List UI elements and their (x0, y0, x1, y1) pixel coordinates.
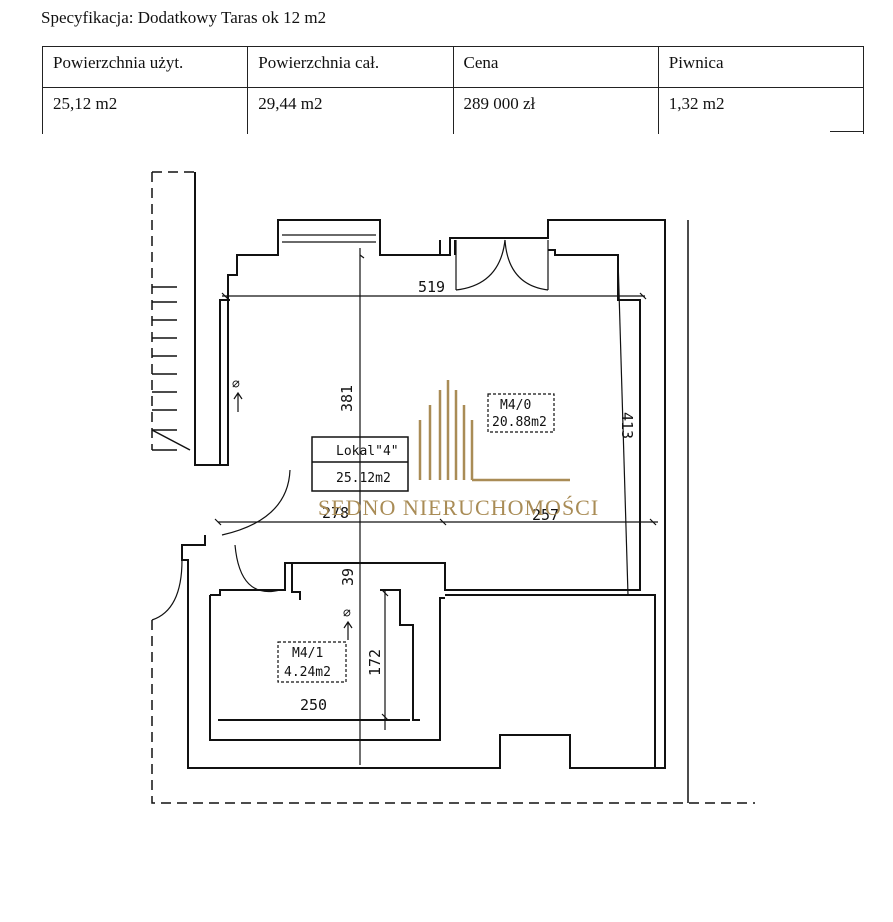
dim-413: 413 (618, 412, 636, 439)
north-arrow-symbol-2: ⌀ (343, 606, 351, 621)
header-usable-area: Powierzchnia użyt. (41, 46, 249, 88)
value-usable-area: 25,12 m2 (41, 87, 249, 134)
dim-519: 519 (418, 278, 445, 296)
spec-title: Specyfikacja: Dodatkowy Taras ok 12 m2 (41, 8, 327, 27)
header-basement: Piwnica (657, 46, 865, 88)
lokal-area: 25.12m2 (336, 471, 391, 486)
room-m40-name: M4/0 (500, 398, 531, 413)
dim-278: 278 (322, 504, 349, 522)
lokal-name: Lokal"4" (336, 444, 399, 459)
dim-250: 250 (300, 696, 327, 714)
spec-table: Powierzchnia użyt. Powierzchnia cał. Cen… (41, 46, 865, 134)
north-arrow-symbol-1: ⌀ (232, 377, 240, 392)
dim-257: 257 (532, 506, 559, 524)
header-total-area: Powierzchnia cał. (247, 46, 454, 88)
header-price: Cena (452, 46, 659, 88)
dim-39: 39 (339, 568, 357, 586)
dim-381: 381 (338, 385, 356, 412)
spec-header-row: Powierzchnia użyt. Powierzchnia cał. Cen… (41, 46, 865, 88)
watermark-text: SEDNO NIERUCHOMOŚCI (318, 495, 599, 520)
spec-value-row: 25,12 m2 29,44 m2 289 000 zł 1,32 m2 (41, 87, 865, 134)
dim-172: 172 (366, 649, 384, 676)
room-m41-area: 4.24m2 (284, 665, 331, 680)
value-price: 289 000 zł (452, 87, 659, 134)
table-tail-line (830, 131, 864, 132)
watermark-logo (418, 380, 570, 482)
room-m41-name: M4/1 (292, 646, 323, 661)
value-basement: 1,32 m2 (657, 87, 865, 134)
value-total-area: 29,44 m2 (247, 87, 454, 134)
room-m40-area: 20.88m2 (492, 415, 547, 430)
